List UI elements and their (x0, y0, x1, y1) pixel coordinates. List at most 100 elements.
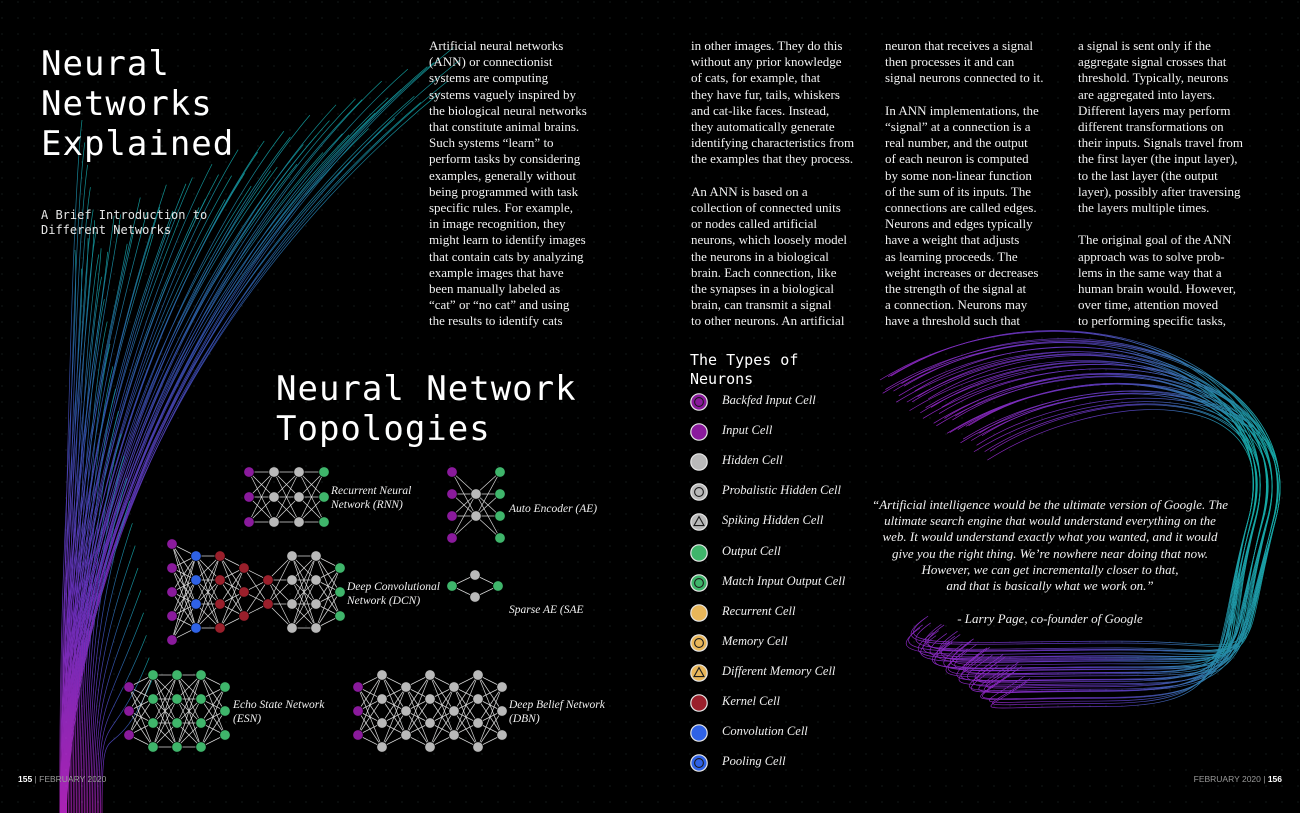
topologies-heading-line: Topologies (276, 409, 491, 449)
network-edge (152, 674, 178, 700)
network-node (171, 741, 183, 753)
neuron-type-item: Kernel Cell (689, 692, 889, 712)
network-node (334, 586, 346, 598)
network-node (262, 574, 274, 586)
network-edge (176, 674, 202, 748)
network-diagram-dcn (166, 538, 346, 646)
network-node (243, 491, 255, 503)
network-edge (195, 555, 221, 581)
network-edge (176, 698, 202, 748)
network-edge (171, 555, 197, 641)
stream-curve (60, 268, 83, 813)
quote-attribution: - Larry Page, co-founder of Google (957, 611, 1143, 626)
network-label-esn: Echo State Network(ESN) (233, 698, 324, 726)
network-node (496, 705, 508, 717)
network-node (472, 669, 484, 681)
network-node (318, 491, 330, 503)
network-node (318, 466, 330, 478)
stream-curve (60, 210, 174, 813)
topologies-heading-line: Neural Network (276, 369, 577, 409)
network-node (195, 717, 207, 729)
network-node (171, 717, 183, 729)
network-node (400, 681, 412, 693)
network-edge (405, 698, 431, 736)
stream-curve (949, 383, 1254, 674)
network-edge (298, 471, 325, 498)
network-node (496, 729, 508, 741)
neuron-cell-icon (690, 603, 708, 622)
network-edge (429, 710, 455, 748)
stream-curve (984, 403, 1261, 703)
network-node (195, 669, 207, 681)
network-node (310, 574, 322, 586)
network-node (238, 586, 250, 598)
network-label-line: Network (RNN) (331, 499, 403, 511)
stream-curve (962, 391, 1273, 682)
network-node (243, 466, 255, 478)
network-node (446, 488, 458, 500)
stream-curve (72, 276, 102, 813)
network-edge (453, 674, 479, 712)
stream-curve (77, 343, 111, 813)
network-node (166, 562, 178, 574)
network-node (472, 741, 484, 753)
stream-curve (76, 321, 108, 813)
data-stream-fan-graphic (59, 47, 461, 813)
network-node (448, 705, 460, 717)
network-edge (195, 579, 221, 629)
network-node (190, 622, 202, 634)
stream-curve (928, 355, 1261, 676)
network-edge (176, 674, 202, 724)
network-node (400, 729, 412, 741)
network-node (448, 729, 460, 741)
network-node (472, 717, 484, 729)
data-stream-loop-graphic (879, 330, 1281, 709)
network-edge (248, 471, 275, 498)
network-node (123, 729, 135, 741)
neuron-cell-icon (690, 573, 708, 592)
network-edge (219, 567, 245, 629)
network-node (147, 669, 159, 681)
network-node (243, 516, 255, 528)
neuron-cell-icon (690, 453, 708, 471)
network-node (494, 510, 506, 522)
network-label-sae: Sparse AE (SAE (509, 603, 584, 617)
neuron-type-item: Hidden Cell (689, 451, 889, 471)
network-edge (357, 698, 383, 736)
network-node (400, 705, 412, 717)
stream-curve (79, 366, 114, 813)
network-edge (298, 496, 325, 523)
stream-curve (92, 545, 136, 813)
network-node (268, 491, 280, 503)
main-title-line: Neural (41, 44, 170, 84)
network-edge (200, 686, 226, 724)
main-title-line: Explained (41, 124, 235, 164)
issue-date: FEBRUARY 2020 (39, 774, 107, 784)
folio-separator: | (1260, 774, 1268, 784)
network-node (195, 741, 207, 753)
neuron-cell-icon (690, 633, 708, 652)
stream-curve (101, 679, 153, 813)
stream-curve (981, 392, 1273, 694)
network-node (310, 550, 322, 562)
network-node (238, 610, 250, 622)
stream-curve (63, 142, 86, 813)
neuron-type-label: Convolution Cell (722, 724, 808, 739)
network-label-line: (ESN) (233, 713, 262, 725)
stream-curve (979, 390, 1281, 689)
network-node (214, 550, 226, 562)
network-edge (405, 674, 431, 736)
network-edge (200, 686, 226, 748)
network-node (376, 669, 388, 681)
network-node (448, 681, 460, 693)
network-edge (298, 471, 325, 523)
network-edge (128, 698, 154, 736)
stream-curve (66, 187, 91, 813)
quote-line: give you the right thing. We’re nowhere … (891, 545, 1209, 561)
neuron-type-item: Recurrent Cell (689, 602, 889, 622)
network-label-line: Auto Encoder (AE) (509, 503, 598, 515)
stream-curve (917, 351, 1268, 658)
